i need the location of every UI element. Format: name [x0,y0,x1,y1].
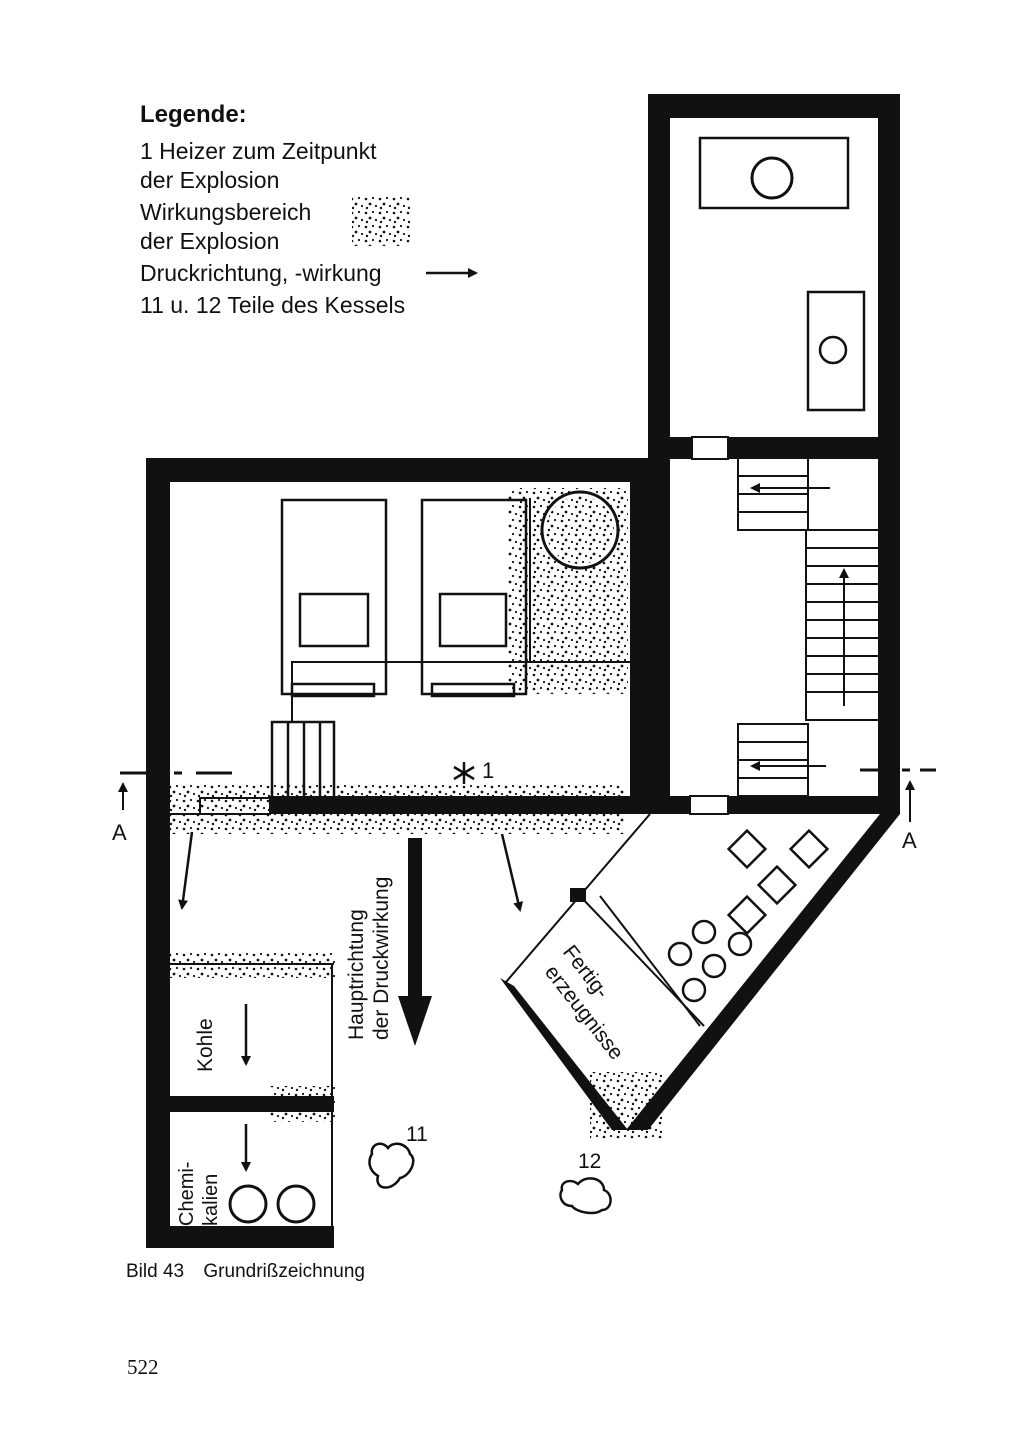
section-line [120,768,936,775]
explosion-zone-corner [590,1072,662,1140]
boiler-part-11-label: 11 [406,1123,428,1146]
stoker-asterisk-icon [453,762,475,784]
tank-2 [806,290,866,412]
pipes [291,498,630,722]
main-direction-arrow-head [398,996,432,1046]
explosion-zone-wall [168,784,624,834]
stored-goods-drums [667,919,753,1003]
stoker-label: 1 [482,758,494,783]
legend-item-stoker: 1 Heizer zum Zeitpunkt [140,138,377,164]
door-mark [570,888,586,902]
explosion-zone-coal-top [168,952,336,978]
chemical-barrel-1 [228,1184,268,1224]
legend-item-stoker-2: der Explosion [140,167,280,193]
stored-goods-boxes [726,828,830,936]
boiler-left-door [298,592,370,648]
expansion-tank-stipple [546,496,614,564]
boilers [280,498,528,698]
section-label-left: A [112,820,127,845]
tank-1 [698,136,850,210]
boiler-left [280,498,388,696]
legend-item-pressure: Druckrichtung, -wirkung [140,260,382,286]
staircase [737,457,881,797]
pressure-arrow-left [178,831,194,910]
legend-title: Legende: [140,101,247,128]
page-number: 522 [127,1355,159,1379]
pressure-arrow-right [500,833,524,912]
main-direction-label-1: Hauptrichtung [345,909,368,1040]
legend-item-zone-2: der Explosion [140,228,280,254]
legend-item-zone: Wirkungsbereich [140,199,312,225]
main-direction-label-2: der Druckwirkung [370,877,393,1040]
boiler-right [420,498,528,696]
figure-title: Grundrißzeichnung [203,1261,365,1282]
tank-2-circle [818,335,848,365]
boiler-part-12-label: 12 [578,1150,601,1173]
boiler-part-11-shape [368,1142,415,1189]
main-direction-arrow-shaft [408,838,422,1000]
radiator [270,720,336,800]
legend-stipple-swatch [352,196,410,246]
explosion-zone-coal-side [270,1086,336,1122]
figure-caption: Bild 43 Grundrißzeichnung [126,1261,365,1283]
boiler-right-door [438,592,508,648]
legend: Legende: 1 Heizer zum Zeitpunkt der Expl… [140,100,405,320]
legend-item-parts: 11 u. 12 Teile des Kessels [140,292,406,318]
room-label-coal: Kohle [194,1018,217,1072]
chemical-barrel-2 [276,1184,316,1224]
tank-1-circle [750,156,794,200]
room-label-chemicals-2: kalien [200,1174,222,1226]
section-label-right: A [902,828,917,853]
figure-number: Bild 43 [126,1261,185,1282]
boiler-part-12-shape [559,1177,612,1215]
room-label-chemicals-1: Chemi- [176,1162,198,1226]
